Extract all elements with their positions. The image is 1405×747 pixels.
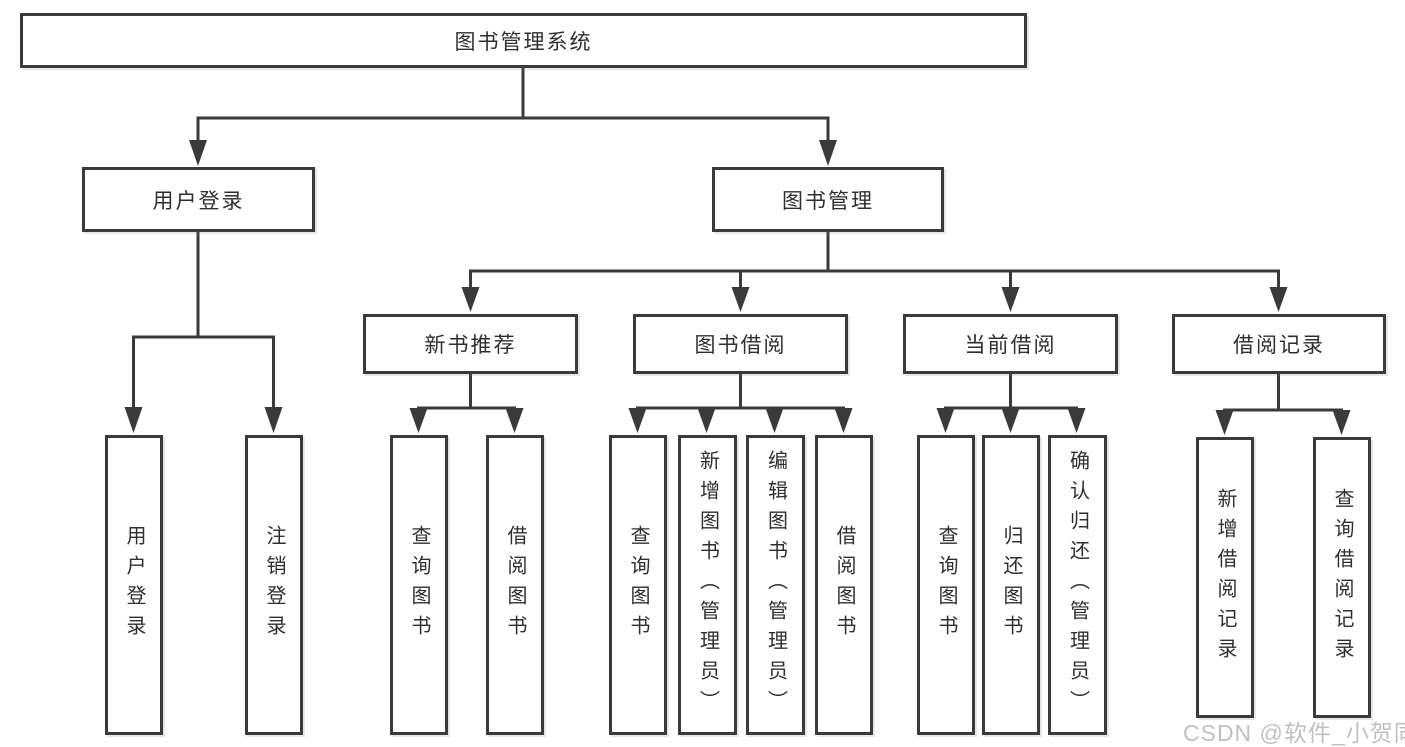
node-label: 新增借阅记录 — [1214, 487, 1236, 668]
node-label: 用户登录 — [123, 525, 145, 645]
node-label: 新增图书（管理员） — [696, 450, 719, 720]
node-leaf-borrow-books-2: 借阅图书 — [815, 435, 873, 735]
node-label: 当前借阅 — [964, 334, 1057, 357]
node-leaf-borrow-books-1: 借阅图书 — [486, 435, 544, 735]
node-label: 查询借阅记录 — [1331, 487, 1353, 668]
node-leaf-edit-books-admin: 编辑图书（管理员） — [746, 435, 805, 735]
node-label: 借阅图书 — [504, 525, 526, 645]
node-borrowing-records: 借阅记录 — [1172, 314, 1386, 374]
node-book-borrowing: 图书借阅 — [633, 314, 848, 374]
node-leaf-add-books-admin: 新增图书（管理员） — [678, 435, 737, 735]
node-label: 查询图书 — [935, 525, 957, 645]
connector-book-management-to-level3 — [469, 232, 1280, 289]
node-new-book-recommendation: 新书推荐 — [363, 314, 578, 374]
node-leaf-query-books-1: 查询图书 — [390, 435, 448, 735]
node-label: 图书管理系统 — [454, 30, 593, 54]
connector-book-borrowing-to-leaves — [636, 374, 845, 410]
connector-new-book-rec-to-leaves — [417, 374, 516, 410]
csdn-watermark: CSDN @软件_小贺同学 — [1183, 720, 1405, 746]
node-leaf-user-login: 用户登录 — [105, 435, 163, 735]
node-label: 查询图书 — [627, 525, 649, 645]
node-leaf-confirm-return-admin: 确认归还（管理员） — [1048, 435, 1107, 735]
node-leaf-add-borrowing-record: 新增借阅记录 — [1196, 437, 1254, 718]
node-leaf-query-books-2: 查询图书 — [609, 435, 667, 735]
node-label: 图书管理 — [782, 189, 874, 213]
connector-root-to-level2 — [196, 68, 830, 142]
node-label: 归还图书 — [1000, 525, 1022, 645]
node-label: 注销登录 — [263, 525, 285, 645]
node-user-login-branch: 用户登录 — [82, 167, 315, 232]
node-label: 用户登录 — [152, 189, 245, 213]
connector-borrowing-records-to-leaves — [1223, 374, 1343, 412]
node-label: 编辑图书（管理员） — [764, 450, 787, 720]
node-label: 借阅图书 — [833, 525, 855, 645]
connector-user-login-to-leaves — [132, 232, 275, 409]
node-leaf-return-books: 归还图书 — [982, 435, 1040, 735]
node-root-library-management-system: 图书管理系统 — [20, 13, 1027, 68]
node-label: 查询图书 — [408, 525, 430, 645]
node-label: 新书推荐 — [424, 334, 517, 357]
node-leaf-logout: 注销登录 — [245, 435, 303, 735]
node-current-borrowing: 当前借阅 — [903, 314, 1118, 374]
node-leaf-query-books-3: 查询图书 — [917, 435, 975, 735]
node-book-management: 图书管理 — [712, 167, 944, 232]
connector-current-borrowing-to-leaves — [944, 374, 1078, 410]
node-label: 确认归还（管理员） — [1066, 450, 1089, 720]
node-label: 图书借阅 — [694, 334, 787, 357]
node-leaf-query-borrowing-record: 查询借阅记录 — [1313, 437, 1371, 718]
node-label: 借阅记录 — [1233, 334, 1325, 357]
